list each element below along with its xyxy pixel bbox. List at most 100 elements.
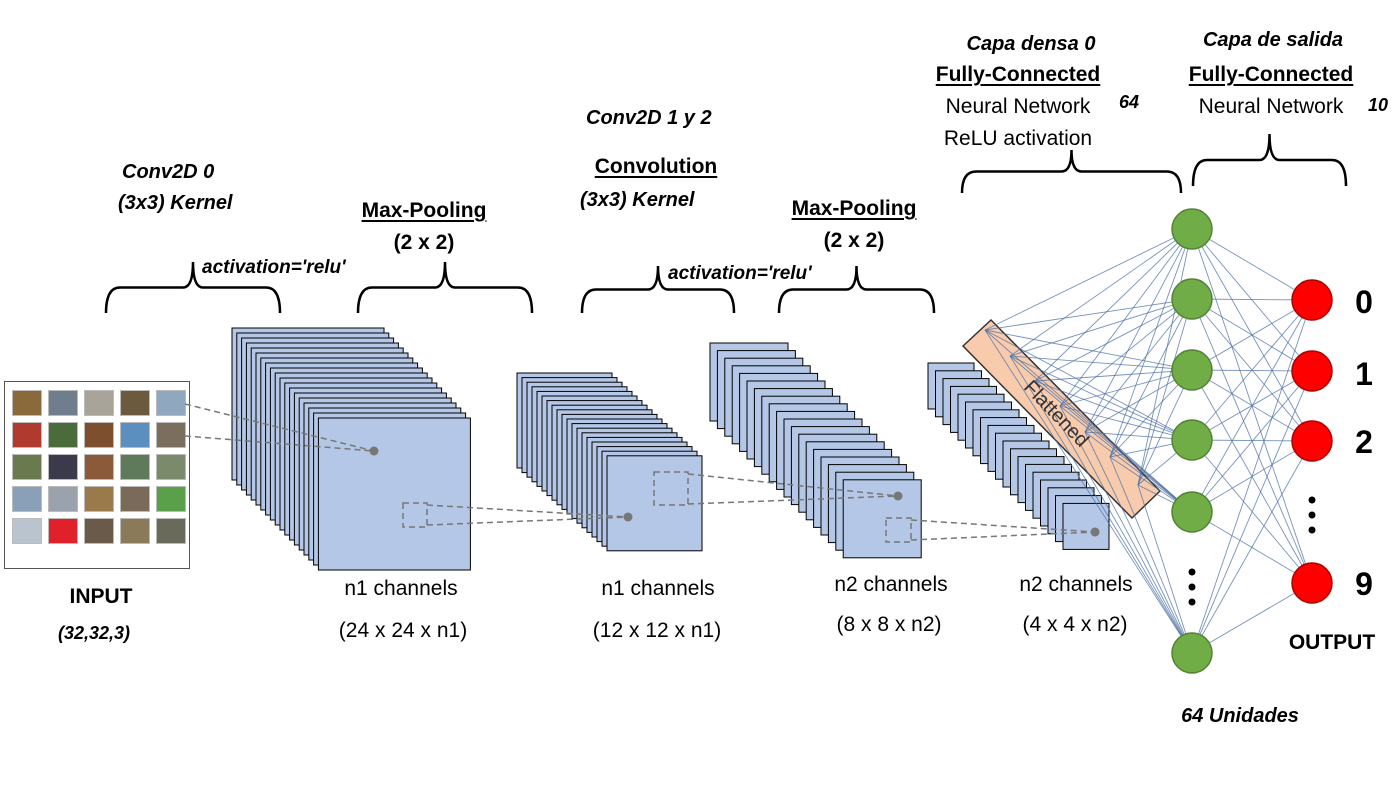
connector-line [910,519,1096,533]
edge [1191,370,1313,654]
stack-conv0 [231,327,471,571]
hidden-node [1171,491,1213,533]
dense0-line2: ReLU activation [943,127,1093,150]
edge [984,329,1193,654]
edge [1084,431,1193,513]
input-thumbnail [84,422,114,448]
input-thumbnail [12,454,42,480]
connector-line [910,531,1096,541]
edge [1109,456,1193,654]
pool1-title: Max-Pooling [361,199,487,222]
pool2-title: Max-Pooling [791,197,917,220]
input-thumbnail [120,422,150,448]
input-thumbnail [156,486,186,512]
input-thumbnail [48,422,78,448]
input-thumbnail [48,486,78,512]
receptive-field-connectors [184,403,1100,543]
output-digit-2: 2 [1355,424,1373,460]
conv12-kernel: (3x3) Kernel [580,189,695,211]
stack-pool2 [927,362,1110,550]
input-thumbnail [156,422,186,448]
hidden-node [1171,278,1213,320]
feature-map [1062,502,1110,550]
edge [1109,298,1193,458]
conv0-title: Conv2D 0 [122,161,215,183]
dense0-title: Capa densa 0 [966,33,1096,55]
edge [1009,228,1193,357]
input-shape: (32,32,3) [57,623,131,643]
edge [1191,299,1313,654]
edge [1034,228,1193,382]
stage4-channels: n2 channels [1019,573,1133,596]
edge [1191,440,1313,654]
output-node [1291,420,1333,462]
feature-map-stacks [231,327,1110,571]
connector-dot [1090,527,1100,537]
edge [1191,228,1313,301]
brace-conv0 [104,261,282,314]
brace-dense0 [960,149,1183,194]
vertical-ellipsis-icon [1308,496,1316,504]
hidden-units-label: 64 Unidades [1181,705,1299,727]
stack-pool1 [516,372,703,552]
connector-dot [893,491,903,501]
hidden-node [1171,208,1213,250]
conv12-subtitle: Convolution [594,155,718,178]
dense0-units: 64 [1119,92,1140,112]
network-nodes [1171,208,1333,674]
brace-pool2 [777,265,936,314]
edge [1034,380,1193,441]
edge [1191,582,1313,654]
edge [984,329,1193,441]
input-thumbnail [84,454,114,480]
output-digit-0: 0 [1355,284,1373,320]
edge [1084,298,1193,433]
output-label: OUTPUT [1288,631,1376,654]
edge [1009,298,1193,357]
stage3-dims: (8 x 8 x n2) [836,613,942,636]
stage4-dims: (4 x 4 x n2) [1022,613,1128,636]
stage1-channels: n1 channels [344,577,458,600]
connector-line [426,504,629,518]
edge [1191,370,1313,513]
output-layer-units: 10 [1368,95,1389,115]
edge [1034,298,1193,382]
hidden-node [1171,419,1213,461]
edge [1034,369,1193,382]
stage1-dims: (24 x 24 x n1) [338,619,468,642]
conv12-activation: activation='relu' [668,263,812,284]
vertical-ellipsis-icon [1188,568,1196,576]
stack-conv12 [709,342,922,559]
edge [1191,299,1313,441]
output-node [1291,350,1333,392]
pool2-size: (2 x 2) [823,229,885,252]
edge [1191,299,1313,371]
edge [1009,355,1193,513]
edge [1059,405,1193,513]
vertical-ellipsis-icon [1188,583,1196,591]
input-thumbnail [156,454,186,480]
dense0-type: Fully-Connected [935,63,1101,86]
input-image-grid [4,381,190,569]
edge [1084,431,1193,654]
stage3-channels: n2 channels [834,573,948,596]
receptive-field-box [402,502,428,528]
edge [984,228,1193,331]
layer-braces [104,133,1348,314]
edge [1009,355,1193,371]
brace-pool1 [356,261,534,314]
edge [1137,484,1193,654]
output-layer-title: Capa de salida [1202,29,1344,51]
hidden-node [1171,632,1213,674]
input-thumbnail [120,486,150,512]
input-thumbnail [84,518,114,544]
input-thumbnail [84,486,114,512]
output-node [1291,562,1333,604]
conv12-title: Conv2D 1 y 2 [586,107,712,129]
input-label: INPUT [69,585,133,608]
input-thumbnail [156,518,186,544]
input-thumbnail [12,486,42,512]
output-digit-1: 1 [1355,356,1373,392]
input-thumbnail [48,518,78,544]
